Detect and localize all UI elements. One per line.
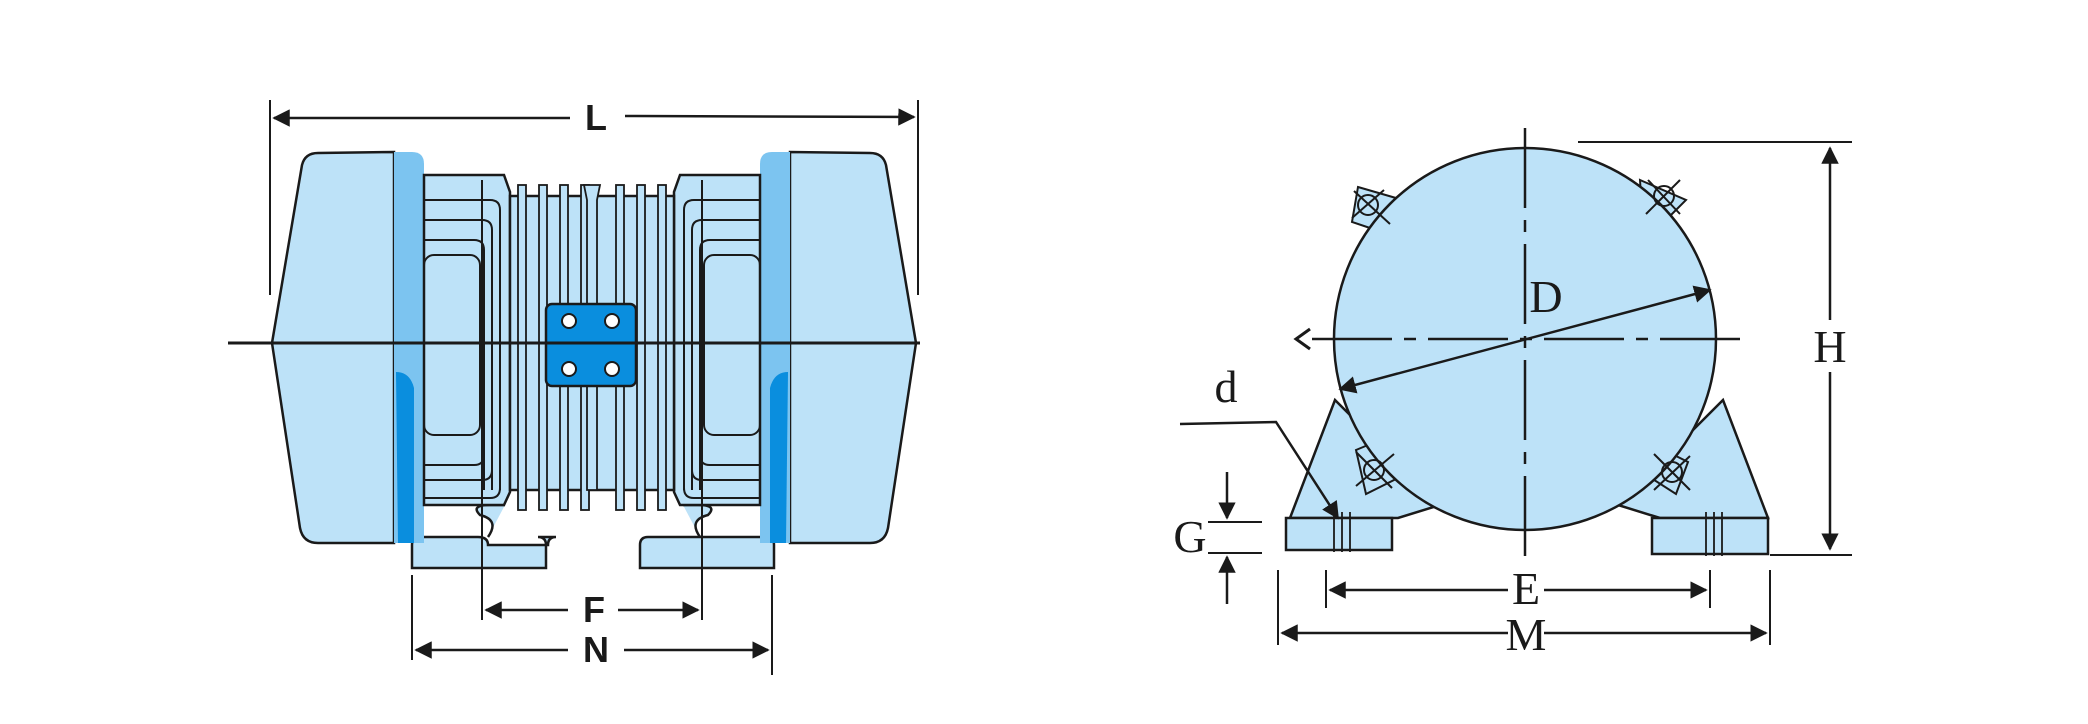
side-view-feet: [410, 503, 776, 570]
right-foot-neck: [683, 503, 713, 538]
label-big-d: D: [1529, 271, 1562, 322]
l-dim-arrow-right: [624, 108, 916, 126]
left-housing: [422, 173, 512, 507]
label-h: H: [1813, 321, 1846, 372]
label-l: L: [585, 97, 607, 138]
label-g: G: [1173, 511, 1206, 562]
direction-arrow: [1293, 327, 1311, 351]
d-diameter-line: [1338, 285, 1712, 394]
label-f: F: [583, 589, 605, 630]
right-housing: [672, 173, 762, 507]
right-end-cap: [788, 150, 918, 545]
terminal-bolts: [561, 313, 620, 377]
label-e: E: [1512, 563, 1540, 614]
front-view: [1179, 128, 1852, 645]
lug-bolts: [1351, 179, 1691, 491]
left-base-foot: [1284, 516, 1394, 552]
right-foot: [638, 535, 776, 570]
terminal-box: [544, 302, 638, 388]
right-base-foot: [1650, 516, 1770, 556]
label-small-d: d: [1215, 361, 1238, 412]
side-view: [228, 100, 920, 675]
d-bolt-leader: [1179, 420, 1340, 520]
left-end-cap: [270, 150, 396, 545]
label-n: N: [583, 629, 609, 670]
foot-bolt-lines: [1333, 512, 1723, 556]
left-foot: [410, 535, 557, 570]
left-foot-neck: [475, 503, 505, 538]
left-dark-band: [396, 372, 414, 543]
right-dark-band: [770, 372, 788, 543]
label-m: M: [1506, 609, 1547, 660]
